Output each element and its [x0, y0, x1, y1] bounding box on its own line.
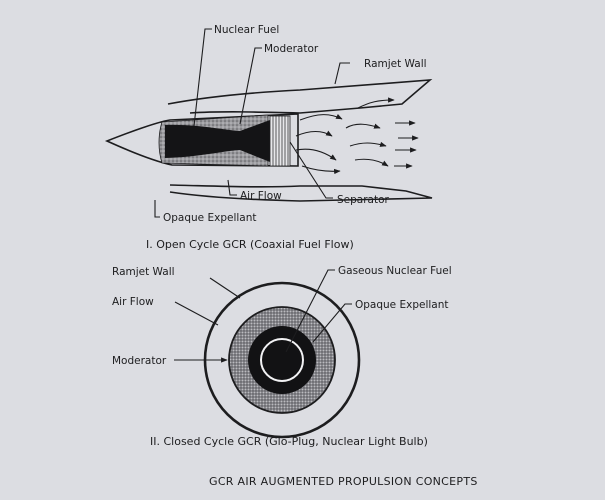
label-nuclear-fuel: Nuclear Fuel [214, 24, 279, 36]
separator-grid [269, 115, 291, 167]
diagram2-leaders [174, 269, 352, 363]
gaseous-nuclear-fuel [248, 326, 316, 394]
label-gaseous-nuclear-fuel: Gaseous Nuclear Fuel [338, 265, 452, 277]
center-body [104, 113, 299, 167]
open-cycle-gcr-diagram: Nuclear Fuel Moderator Ramjet Wall Air F… [104, 24, 433, 251]
figure-title: GCR AIR AUGMENTED PROPULSION CONCEPTS [209, 475, 478, 488]
light-bulb-wall [260, 338, 304, 382]
label-ramjet-wall: Ramjet Wall [364, 58, 427, 70]
label-ramjet-wall-2: Ramjet Wall [112, 266, 175, 278]
label-opaque-expellant-2: Opaque Expellant [355, 299, 449, 311]
caption-open-cycle: I. Open Cycle GCR (Coaxial Fuel Flow) [146, 238, 354, 251]
label-moderator-2: Moderator [112, 355, 167, 367]
caption-closed-cycle: II. Closed Cycle GCR (Glo-Plug, Nuclear … [150, 435, 428, 448]
diagram1-leaders [154, 28, 350, 218]
label-separator: Separator [337, 194, 390, 206]
ramjet-wall-lower [169, 184, 433, 202]
label-moderator: Moderator [264, 43, 319, 55]
ramjet-wall-upper [167, 79, 433, 114]
label-opaque-expellant: Opaque Expellant [163, 212, 257, 224]
label-air-flow: Air Flow [240, 190, 282, 202]
closed-cycle-gcr-diagram: Ramjet Wall Air Flow Moderator Gaseous N… [112, 265, 452, 448]
exhaust-flow-arrows [295, 97, 419, 175]
label-air-flow-2: Air Flow [112, 296, 154, 308]
nuclear-fuel-region [165, 120, 270, 162]
